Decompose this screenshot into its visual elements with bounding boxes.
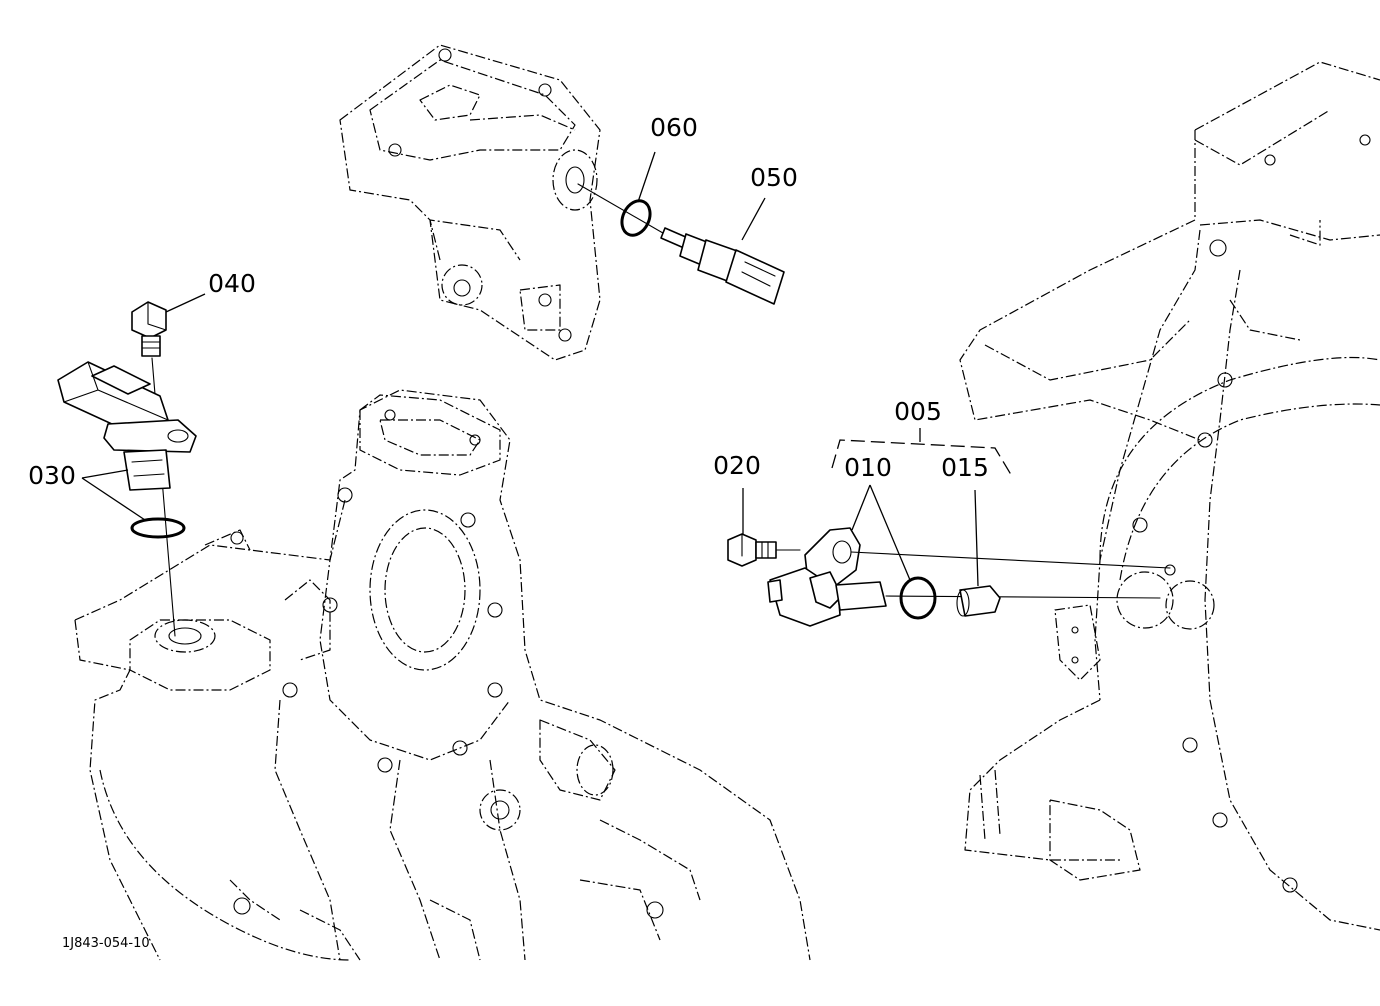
o-ring-060 (577, 183, 676, 241)
callout-060: 060 (650, 113, 698, 142)
sensor-bracket-010 (767, 527, 1171, 627)
bolt-020 (727, 533, 801, 567)
gear-case-housing (74, 389, 811, 961)
callout-030: 030 (28, 461, 76, 490)
callout-015: 015 (941, 453, 989, 482)
callout-050: 050 (750, 163, 798, 192)
water-flange-housing (339, 44, 601, 361)
callout-020: 020 (713, 451, 761, 480)
callout-010: 010 (844, 453, 892, 482)
leader-lines (81, 151, 979, 587)
o-ring-030 (130, 517, 186, 539)
temperature-sensor-050 (660, 227, 785, 305)
callout-040: 040 (208, 269, 256, 298)
bracket-005-group (831, 439, 1014, 479)
callout-005: 005 (894, 397, 942, 426)
crank-position-sensor-030 (57, 361, 197, 491)
flywheel-housing (959, 61, 1380, 931)
reference-code: 1J843-054-10 (62, 936, 150, 951)
o-ring-010 (899, 576, 937, 620)
spacer-015 (956, 585, 1001, 617)
